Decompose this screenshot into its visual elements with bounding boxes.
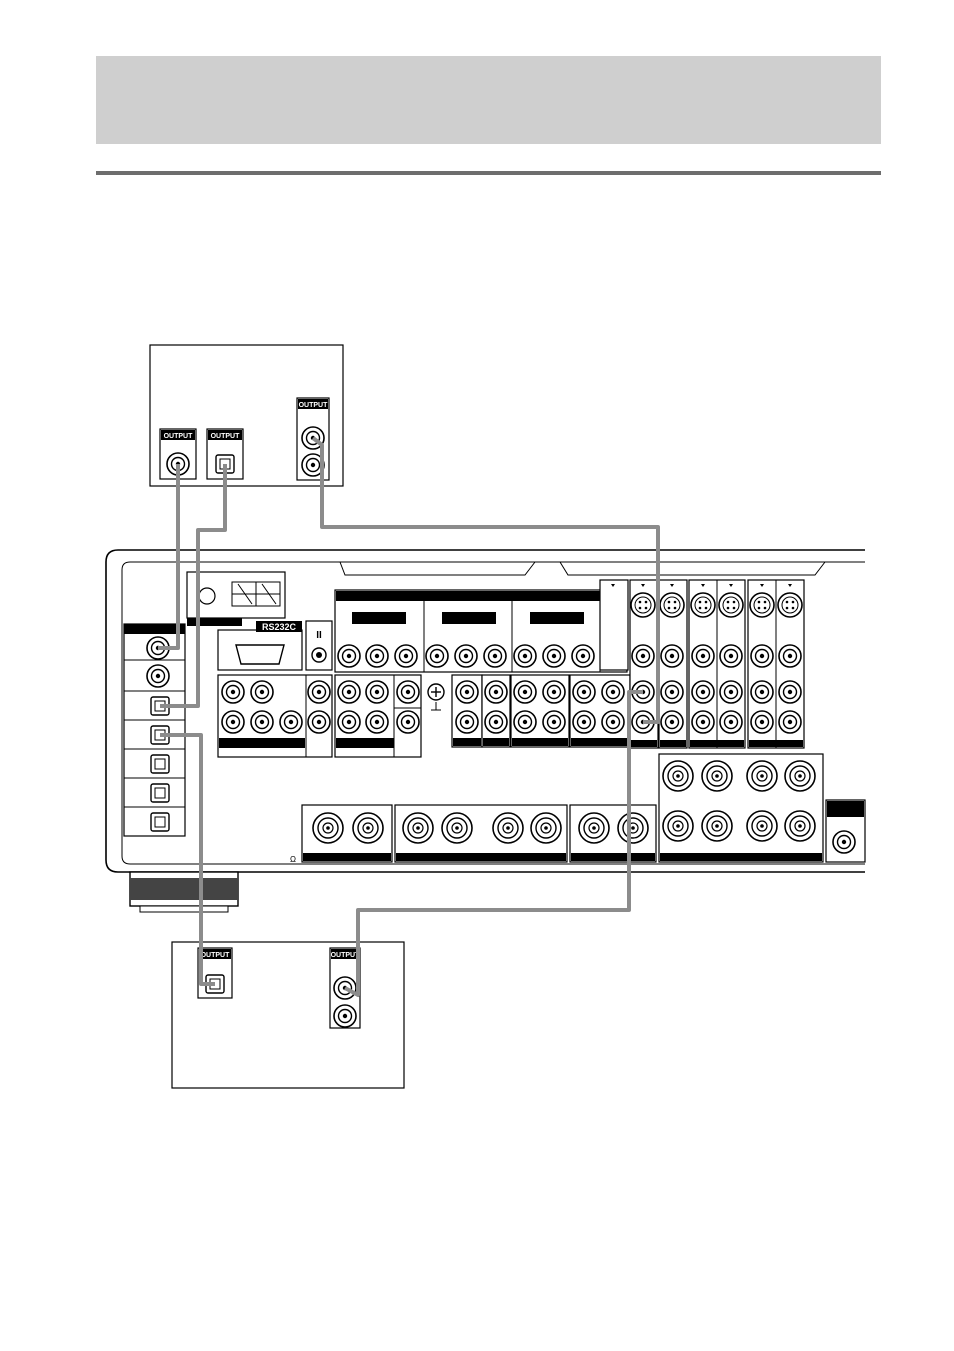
digital-input-column [124,624,185,836]
output-tag: OUTPUT [201,952,231,959]
coaxial-jack-icon [147,665,169,687]
s-video-jack-icon [719,593,743,617]
optical-output-jack: OUTPUT [198,948,232,998]
speaker-terminal-icon [353,813,383,843]
rca-jack-icon [334,1005,356,1027]
source-device-bottom: OUTPUT OUTPUT [172,942,404,1088]
output-tag: OUTPUT [164,433,194,440]
receiver-foot [130,872,238,912]
s-video-jack-icon [778,593,802,617]
audio-input-middle [452,675,630,747]
s-video-jack-icon [750,593,774,617]
serial-port-icon [236,645,284,664]
subwoofer-output [826,800,865,862]
speaker-terminal-icon [442,813,472,843]
speaker-terminal-icon [313,813,343,843]
optical-jack-icon [151,813,169,831]
speaker-terminal-icon [403,813,433,843]
rs232c-label: RS232C [262,622,297,632]
optical-jack-icon [151,784,169,802]
speaker-terminal-icon [493,813,523,843]
speaker-terminals-right [659,754,823,862]
s-video-jack-icon [660,593,684,617]
antenna-terminal [187,572,285,626]
ohm-label: Ω [290,855,296,864]
s-video-jack-icon [691,593,715,617]
ir-jack: II [306,621,332,670]
output-tag: OUTPUT [299,402,329,409]
receiver-rear-panel: RS232C II [106,550,865,912]
s-video-jack-icon [631,593,655,617]
optical-jack-icon [151,755,169,773]
speaker-terminal-icon [531,813,561,843]
speaker-terminals-bottom: Ω [290,805,656,864]
speaker-terminal-icon [618,813,648,843]
output-tag: OUTPUT [331,952,361,959]
audio-input-lower-left [218,675,421,757]
antenna-terminal-icon [199,588,215,604]
speaker-terminal-icon [579,813,609,843]
output-tag: OUTPUT [211,433,241,440]
audio-input-bank [335,590,627,672]
ir-label: II [316,630,322,641]
